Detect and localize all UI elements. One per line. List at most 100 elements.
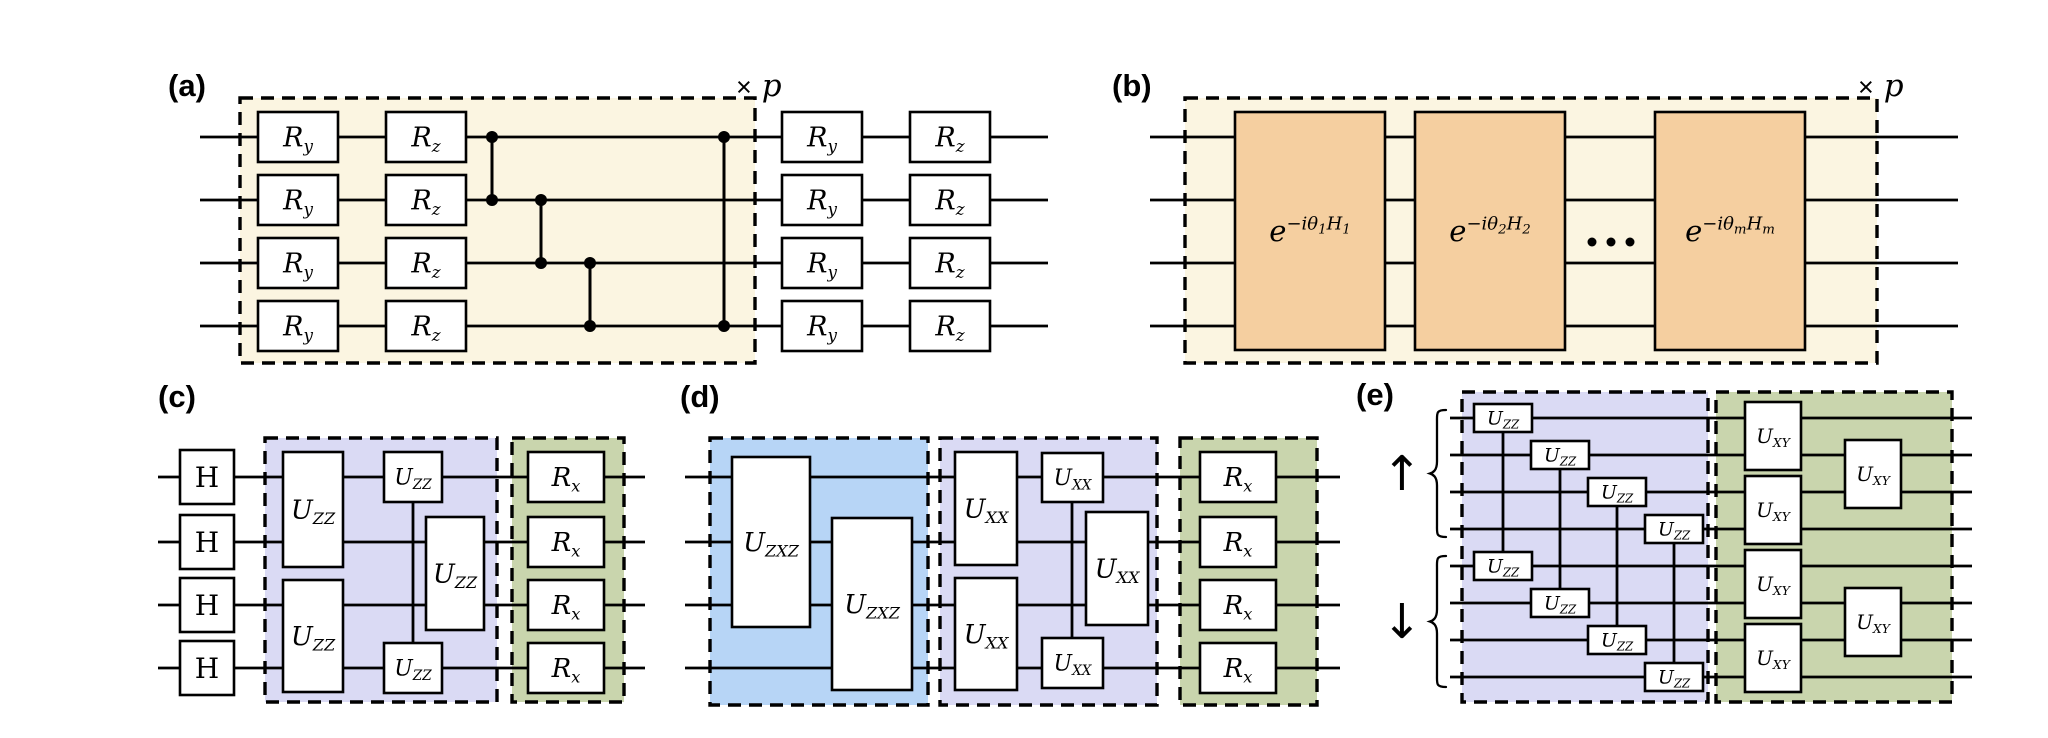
gate-label-H: H [195,652,219,685]
gate-Uzz [382,450,444,504]
gate-Rx [1198,641,1278,695]
gate-label-Uxy: UXY [1856,462,1892,488]
gate-label-Rx: Rx [1223,463,1253,495]
gate-Uxy [1743,400,1803,472]
gate-label-Uxx: UXX [1095,555,1140,587]
gate-expm [1653,110,1807,352]
group-brace [1426,408,1448,539]
gate-label-Uxy: UXY [1756,424,1792,450]
gate-label-Rx: Rx [1223,591,1253,623]
gate-label-Uzz: UZZ [1658,667,1691,691]
gate-H [178,513,236,571]
gate-Uzz [382,641,444,695]
gate-Uxy [1743,474,1803,546]
gate-exp1 [1233,110,1387,352]
gate-Uzxz [830,516,914,692]
gate-label-Uxx: UXX [1054,652,1093,679]
cz-control-dot [718,320,730,332]
gate-label-Rz: Rz [934,122,964,155]
gate-Ry [256,110,340,164]
gate-Uxx [953,450,1019,567]
gate-label-Uzz: UZZ [1601,482,1634,506]
cz-control-dot [535,257,547,269]
gate-label-Uzz: UZZ [394,466,432,493]
gate-label-Ry: Ry [282,185,313,218]
cz-control-dot [535,194,547,206]
gate-Rx [526,450,606,504]
gate-label-Rz: Rz [934,248,964,281]
ellipsis-dot [1606,237,1616,247]
gate-label-Rx: Rx [1223,528,1253,560]
gate-Uxx [953,576,1019,692]
gate-Ry [780,299,864,353]
gate-Ry [780,236,864,290]
gate-Uzz [1643,661,1705,693]
gate-Ry [256,236,340,290]
gate-label-Ry: Ry [282,248,313,281]
gate-Ry [780,110,864,164]
gate-Uzz [1586,624,1648,656]
gate-label-Uxy: UXY [1756,498,1792,524]
gate-label-Ry: Ry [282,311,313,344]
gate-Uxy [1743,548,1803,620]
gate-Uzz [281,578,345,694]
gate-label-Rz: Rz [410,248,440,281]
gate-label-Rx: Rx [551,463,581,495]
gate-label-Ry: Ry [806,122,837,155]
gate-Rz [908,236,992,290]
gate-label-Rx: Rx [551,654,581,686]
group-brace [1426,554,1448,689]
gate-label-Rx: Rx [551,528,581,560]
gate-Uzz [1529,587,1591,619]
gate-label-H: H [195,526,219,559]
gate-Uxx [1040,451,1105,504]
gate-Ry [256,173,340,227]
gate-Uxy [1843,438,1903,510]
gate-label-Rz: Rz [410,185,440,218]
gate-Uzz [1529,439,1591,471]
gate-Ry [256,299,340,353]
gate-label-Uzz: UZZ [1487,556,1520,580]
gate-label-Uzz: UZZ [291,622,336,654]
gate-label-expm: e−iθmHm [1685,214,1775,249]
gate-Uxx [1084,510,1150,627]
gate-exp2 [1413,110,1567,352]
spin-up-arrow: ↑ [1382,446,1422,502]
gate-label-Uxy: UXY [1856,610,1892,636]
gate-label-H: H [195,589,219,622]
gate-Uzz [1472,550,1534,582]
gate-label-Ry: Ry [806,248,837,281]
gate-Uzxz [730,455,812,629]
gate-label-Rz: Rz [410,122,440,155]
gate-label-exp2: e−iθ2H2 [1449,214,1530,249]
gate-Rx [526,641,606,695]
gate-Uzz [1643,513,1705,545]
gate-label-Uzz: UZZ [1544,593,1577,617]
gate-label-Uzz: UZZ [1601,630,1634,654]
gate-Uxy [1743,622,1803,694]
gate-label-Uzz: UZZ [433,560,478,592]
gate-label-Rx: Rx [551,591,581,623]
cz-control-dot [718,131,730,143]
repeat-label: ×p [736,68,782,104]
gate-label-H: H [195,461,219,494]
gate-label-Rx: Rx [1223,654,1253,686]
gate-H [178,639,236,697]
gate-label-Uxx: UXX [964,620,1009,652]
gate-label-Ry: Ry [806,311,837,344]
gate-Ry [780,173,864,227]
cz-control-dot [584,257,596,269]
panel-label-b: (b) [1112,68,1152,103]
gate-Rz [384,110,468,164]
panel-label-a: (a) [168,68,206,103]
gate-label-Ry: Ry [806,185,837,218]
gate-label-Rz: Rz [934,311,964,344]
gate-Rz [384,236,468,290]
gate-label-Uzz: UZZ [1658,519,1691,543]
repeat-label: ×p [1858,68,1904,104]
gate-H [178,576,236,634]
